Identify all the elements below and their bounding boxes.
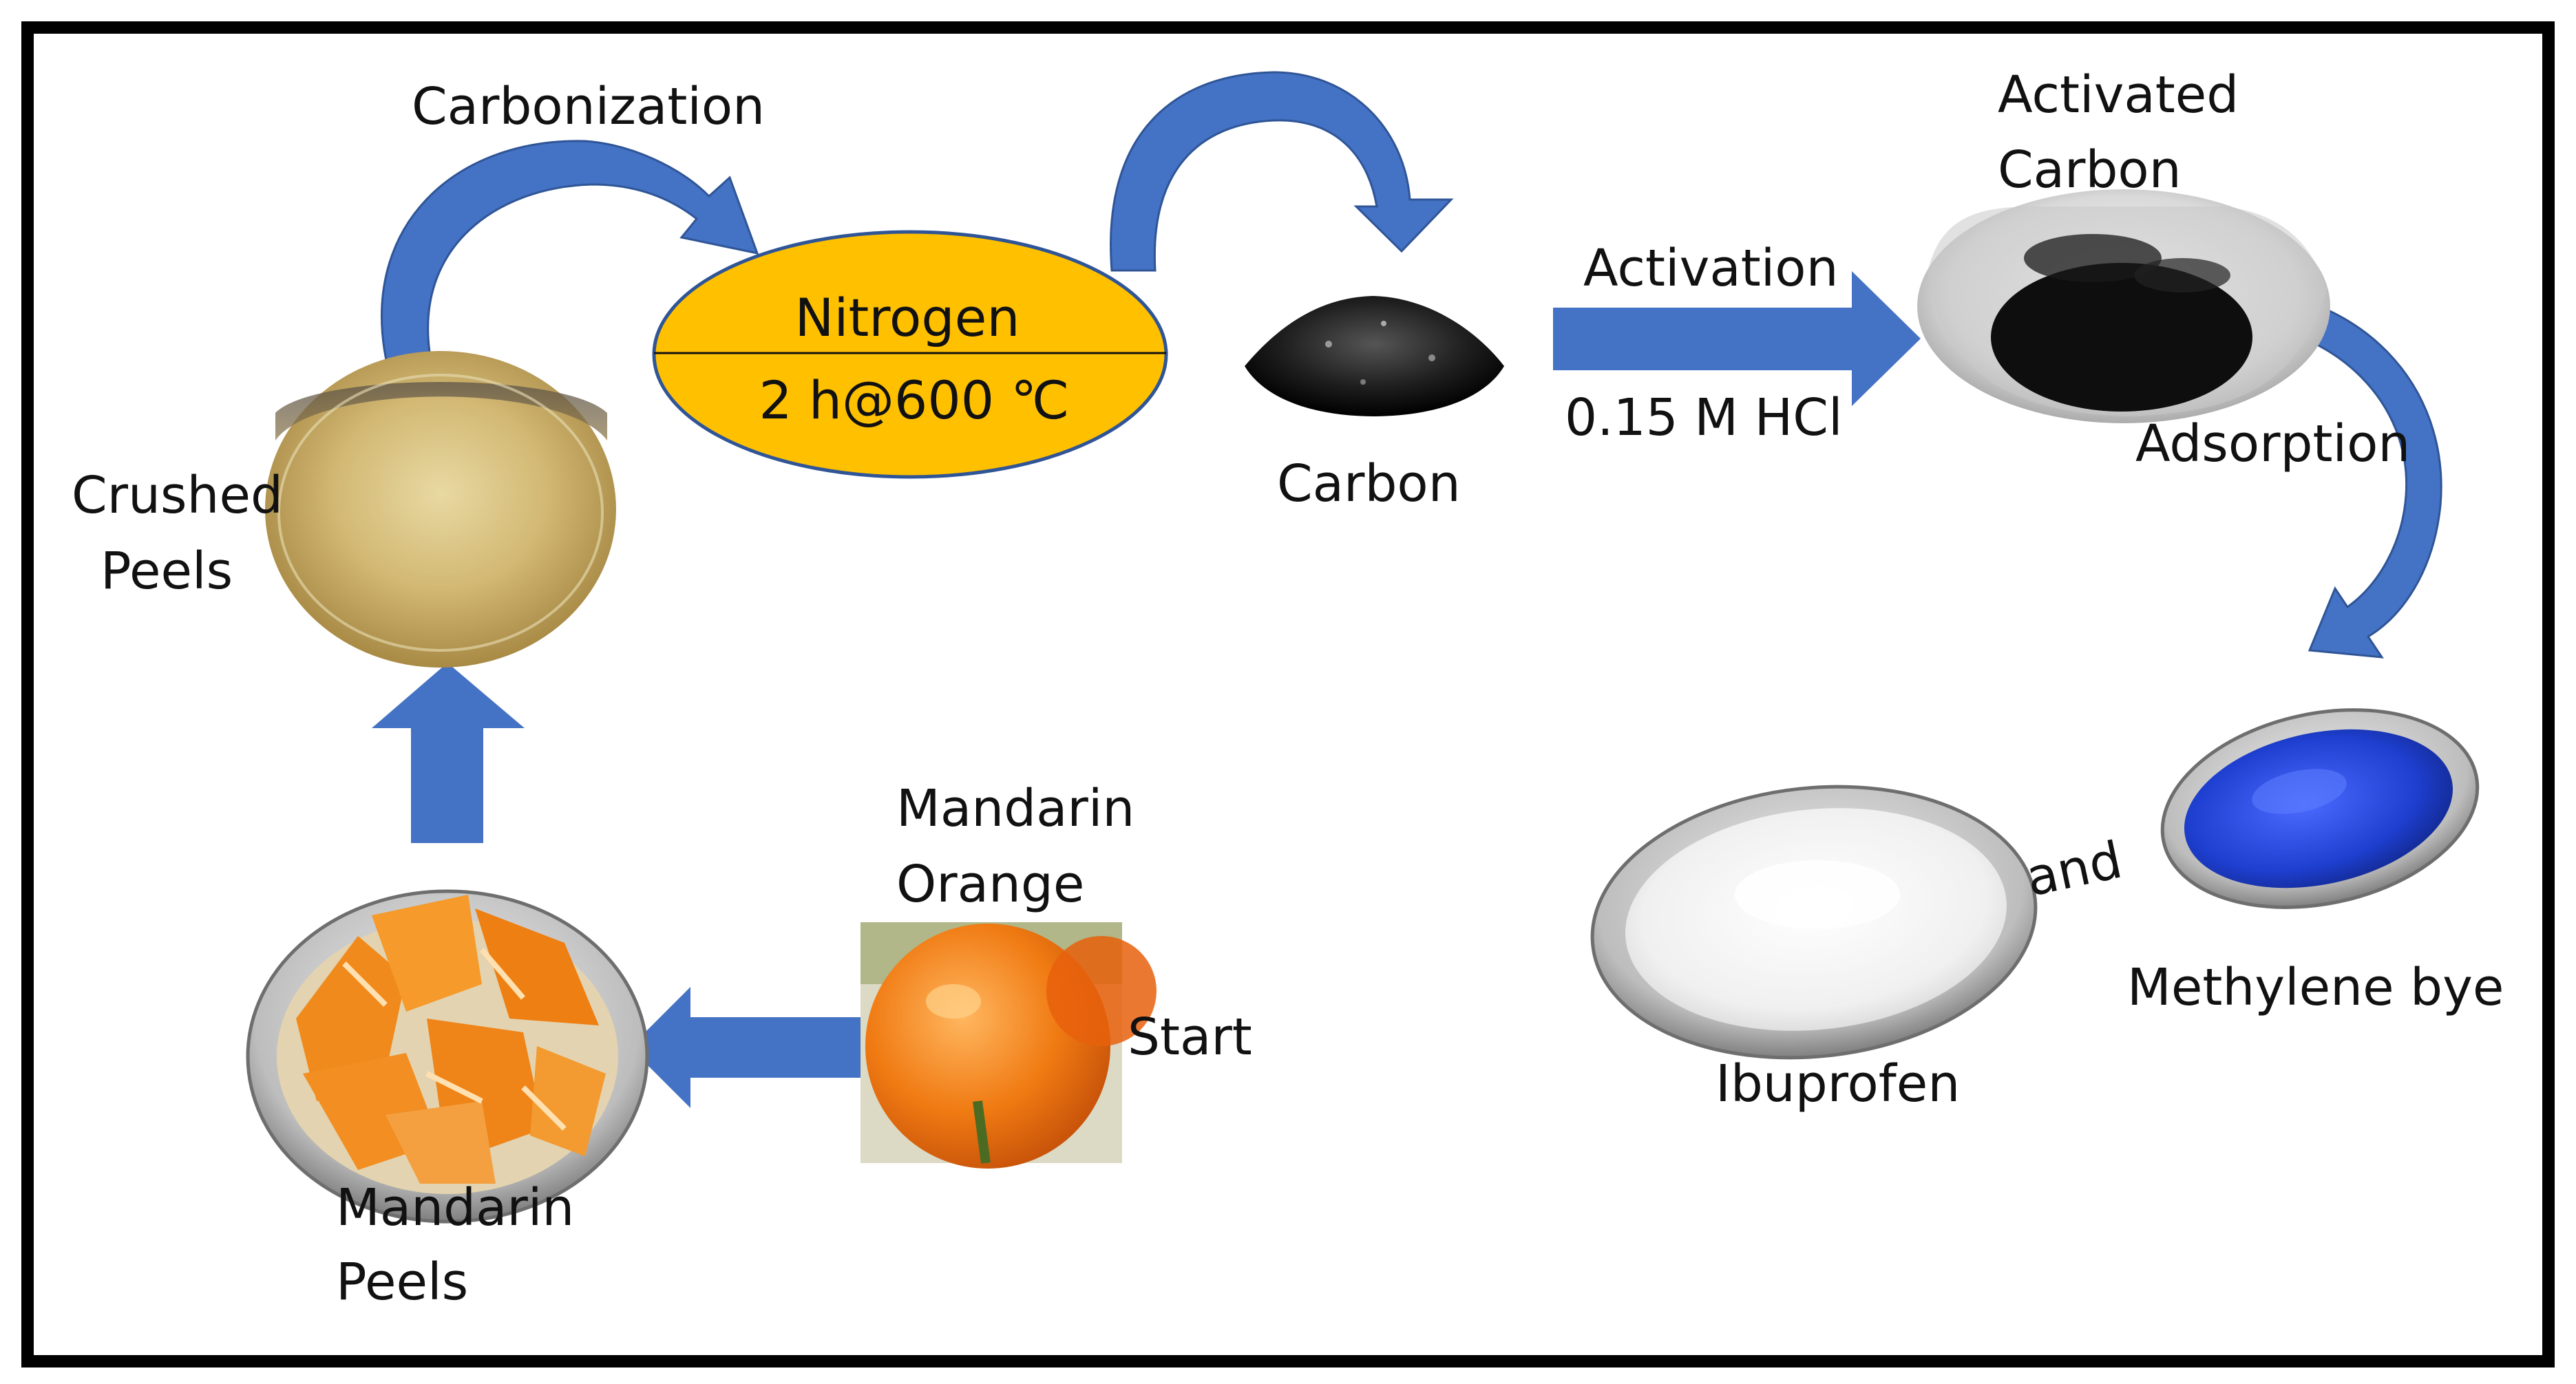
orange-peels-dish-icon [246, 889, 649, 1224]
arrow-up-peels-to-crushed [372, 663, 525, 843]
crushed-peels-bowl-icon [265, 351, 616, 668]
methylene-blue-dish-icon [2160, 708, 2480, 909]
mandarin-peels-label-line1: Mandarin [336, 1178, 574, 1237]
crushed-peels-label-line1: Crushed [72, 466, 283, 525]
carbon-pile-icon [1245, 296, 1504, 416]
ibuprofen-powder-dish-icon [1590, 785, 2038, 1060]
start-orange-label-line2: Orange [896, 855, 1084, 914]
arrow-oven-to-carbon-curve [1110, 71, 1454, 272]
activated-carbon-cup-icon [1917, 189, 2330, 423]
arrow-carbonization-curve [381, 140, 759, 365]
nitrogen-oven: Nitrogen 2 h@600 ℃ [652, 230, 1168, 479]
oven-condition-label: 2 h@600 ℃ [759, 370, 1069, 431]
activation-label: Activation [1583, 239, 1838, 298]
ibuprofen-label: Ibuprofen [1715, 1054, 1960, 1114]
activated-carbon-label-line1: Activated [1998, 65, 2239, 125]
mandarin-peels-label-line2: Peels [336, 1253, 468, 1312]
adsorption-label: Adsorption [2135, 414, 2410, 473]
activated-carbon-label-line2: Carbon [1998, 140, 2182, 200]
arrow-activation [1553, 271, 1921, 406]
start-orange-label-line1: Mandarin [896, 779, 1134, 838]
start-label: Start [1128, 1008, 1252, 1067]
arrow-adsorption-curve [2222, 286, 2442, 659]
orange-photo-icon [861, 922, 1157, 1169]
oven-gas-label: Nitrogen [794, 287, 1020, 348]
activation-reagent-label: 0.15 M HCl [1565, 388, 1843, 447]
arrow-left-orange-to-peels [630, 987, 861, 1108]
carbonization-label: Carbonization [412, 77, 765, 136]
methylene-dye-label: Methylene bye [2127, 958, 2504, 1017]
carbon-label: Carbon [1277, 454, 1461, 513]
crushed-peels-label-line2: Peels [101, 542, 233, 601]
